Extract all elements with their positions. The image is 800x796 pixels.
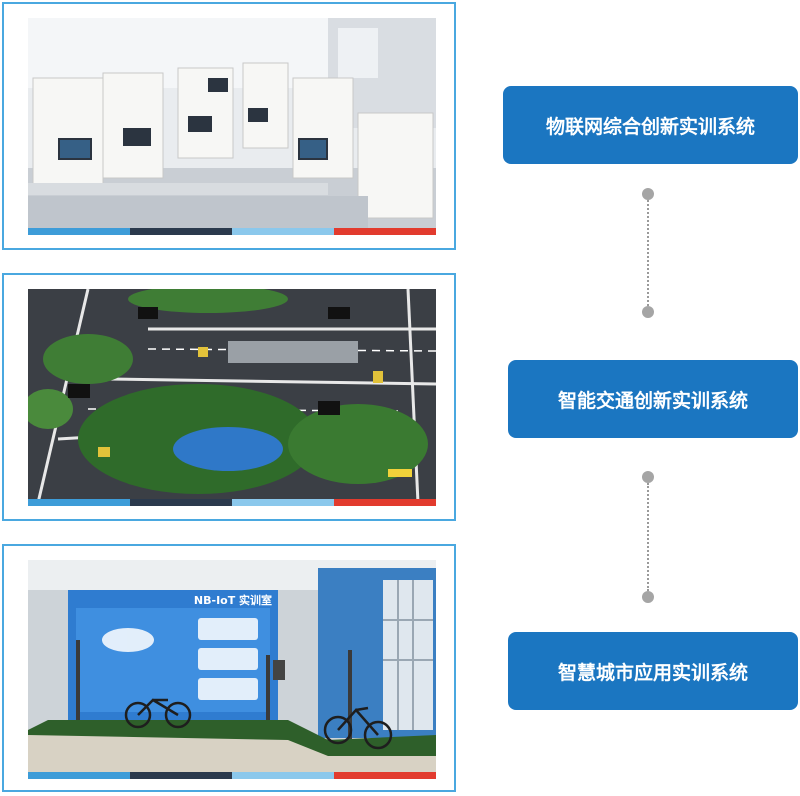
system-card-iot	[2, 2, 456, 250]
iot-lab-photo	[28, 18, 436, 228]
connector-2	[642, 471, 660, 603]
system-label: 智慧城市应用实训系统	[557, 661, 748, 684]
smart-traffic-model-photo	[28, 289, 436, 503]
system-button-traffic[interactable]: 智能交通创新实训系统	[508, 360, 798, 438]
color-stripe	[28, 499, 436, 506]
connector-1	[642, 188, 660, 318]
system-card-traffic	[2, 273, 456, 521]
color-stripe	[28, 772, 436, 779]
color-stripe	[28, 228, 436, 235]
smart-city-room-photo: NB-IoT 实训室	[28, 560, 436, 774]
system-label: 物联网综合创新实训系统	[545, 115, 755, 138]
system-card-city: NB-IoT 实训室	[2, 544, 456, 792]
system-button-city[interactable]: 智慧城市应用实训系统	[508, 632, 798, 710]
connector-dot	[642, 591, 654, 603]
connector-dot	[642, 306, 654, 318]
connector-dot	[642, 471, 654, 483]
system-button-iot[interactable]: 物联网综合创新实训系统	[503, 86, 798, 164]
connector-line	[647, 483, 649, 591]
connector-dot	[642, 188, 654, 200]
system-label: 智能交通创新实训系统	[557, 389, 748, 412]
wall-banner-text: NB-IoT 实训室	[194, 593, 272, 607]
connector-line	[647, 200, 649, 306]
